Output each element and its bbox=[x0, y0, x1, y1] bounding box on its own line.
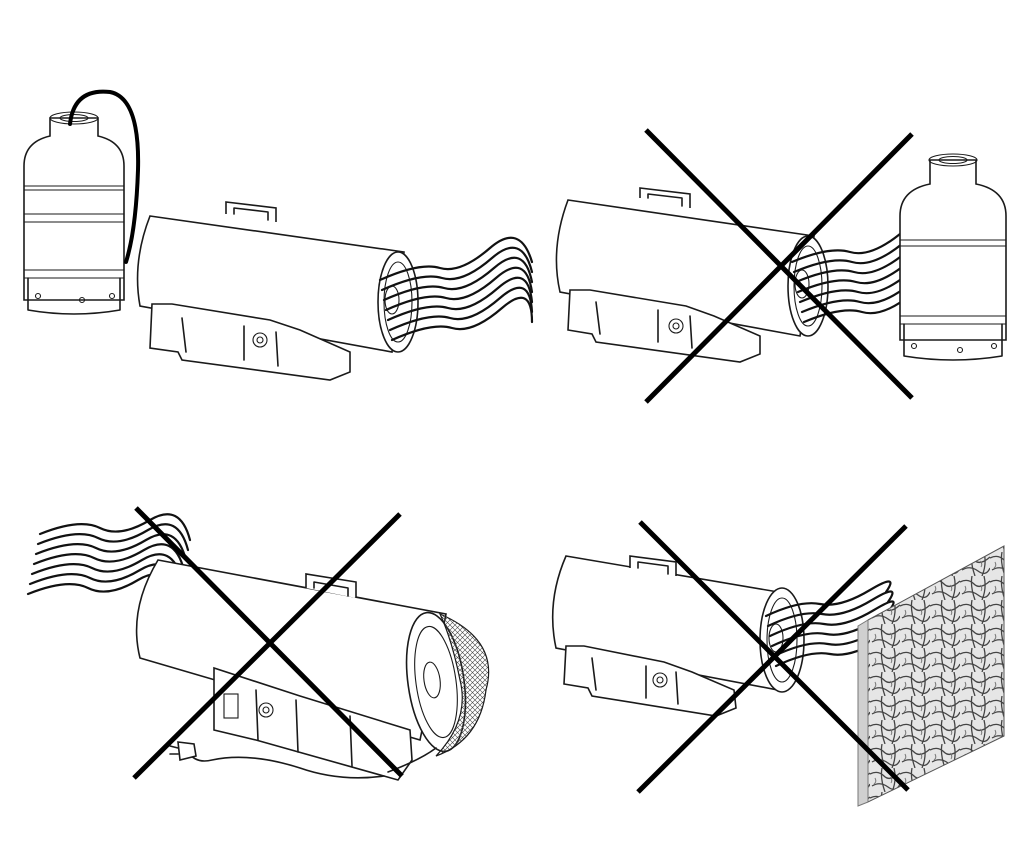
cover-cloth bbox=[435, 612, 490, 757]
heater bbox=[551, 555, 805, 717]
heater bbox=[136, 201, 419, 381]
prohibited-cross-mark bbox=[644, 128, 914, 404]
prohibited-cross-mark bbox=[132, 506, 404, 780]
heater bbox=[135, 559, 490, 781]
gas-bottle bbox=[899, 153, 1007, 361]
panel-forbidden-near-wall bbox=[551, 520, 1005, 807]
gas-hose bbox=[68, 89, 141, 264]
panel-allowed-gas-bottle-behind bbox=[23, 89, 534, 381]
gas-bottle bbox=[23, 111, 125, 315]
prohibited-cross-mark bbox=[636, 520, 910, 794]
panel-forbidden-tilted-heater bbox=[26, 506, 490, 781]
wall bbox=[857, 545, 1005, 807]
panel-forbidden-gas-bottle-in-front bbox=[555, 128, 1007, 404]
airflow-waves bbox=[378, 236, 534, 342]
